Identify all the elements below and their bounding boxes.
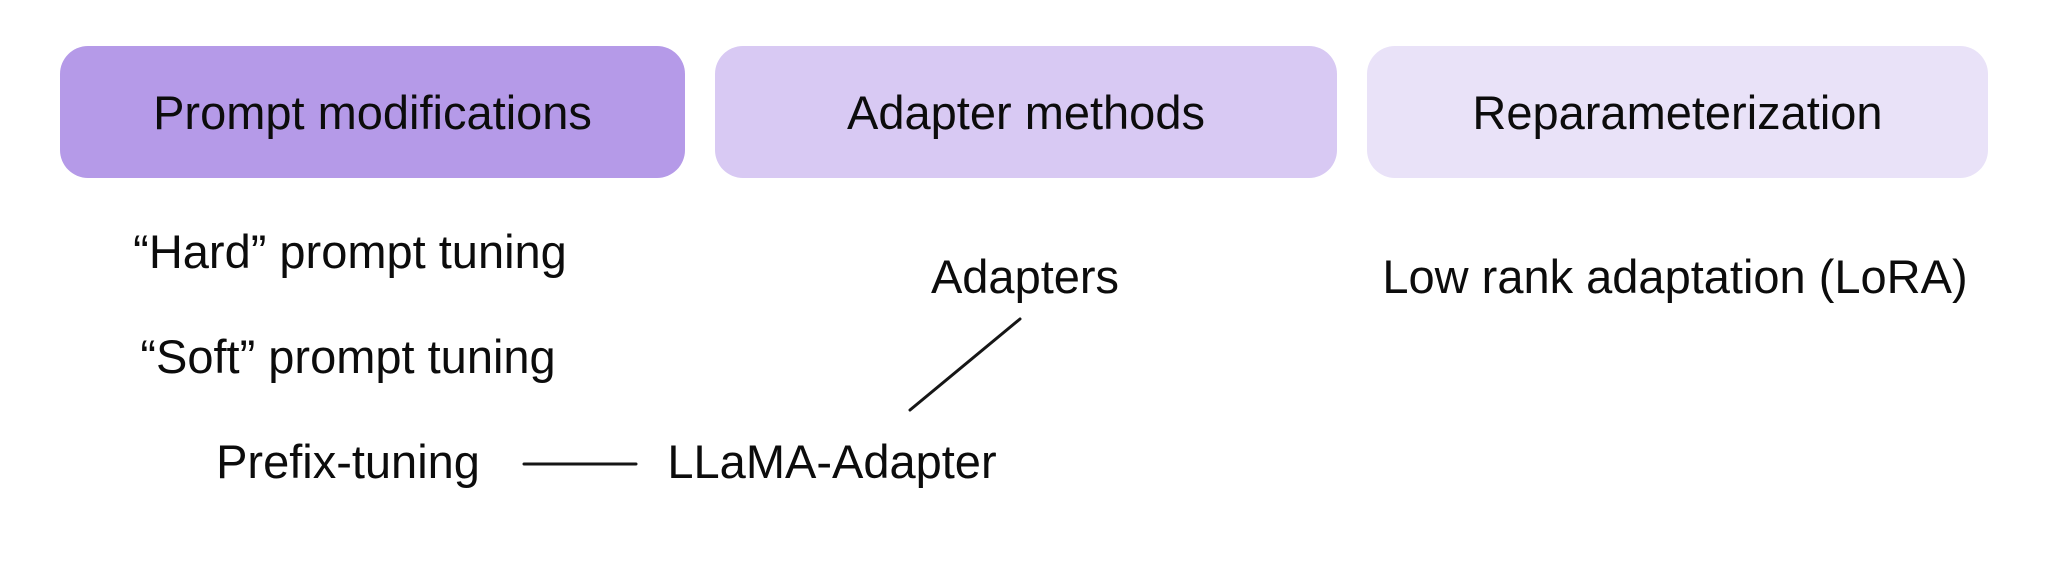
connector-adapters-to-llama-adapter xyxy=(908,317,1022,412)
method-llama-adapter: LLaMA-Adapter xyxy=(667,435,997,489)
method-hard-prompt-tuning: “Hard” prompt tuning xyxy=(133,225,567,279)
category-label-prompt-modifications: Prompt modifications xyxy=(153,85,592,139)
category-box-prompt-modifications: Prompt modifications xyxy=(60,46,685,178)
category-label-adapter-methods: Adapter methods xyxy=(847,85,1205,139)
method-soft-prompt-tuning: “Soft” prompt tuning xyxy=(140,330,556,384)
method-prefix-tuning: Prefix-tuning xyxy=(216,435,480,489)
method-lora: Low rank adaptation (LoRA) xyxy=(1382,250,1968,304)
method-adapters: Adapters xyxy=(930,250,1120,304)
category-box-adapter-methods: Adapter methods xyxy=(715,46,1337,178)
category-label-reparameterization: Reparameterization xyxy=(1472,85,1883,139)
category-box-reparameterization: Reparameterization xyxy=(1367,46,1988,178)
